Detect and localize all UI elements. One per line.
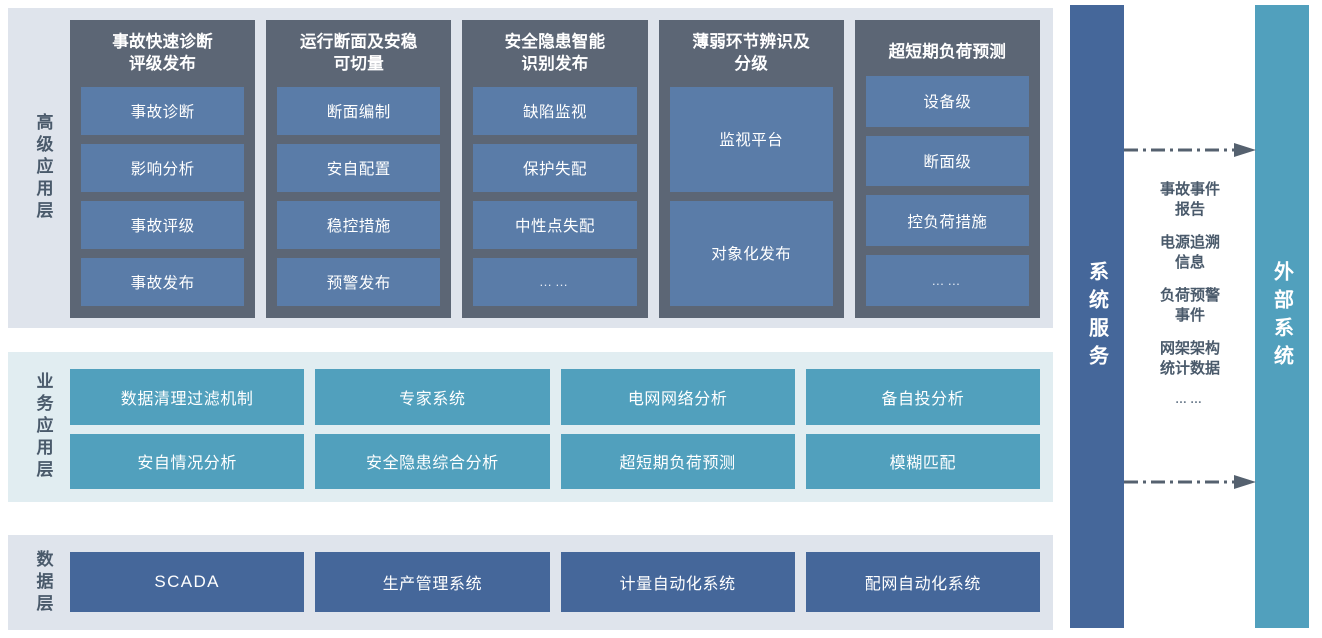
panel-item[interactable]: 保护失配 <box>473 143 637 192</box>
panel-item[interactable]: 预警发布 <box>277 257 441 307</box>
system-service-label: 系统服务 <box>1085 260 1108 373</box>
panel-section-stability[interactable]: 运行断面及安稳可切量 断面编制 安自配置 稳控措施 预警发布 <box>266 20 452 318</box>
panel-title: 运行断面及安稳可切量 <box>300 33 418 73</box>
panel-item[interactable]: 缺陷监视 <box>473 86 637 135</box>
data-source[interactable]: 生产管理系统 <box>315 552 550 612</box>
panel-item[interactable]: 事故诊断 <box>81 86 245 135</box>
advanced-panel-group: 事故快速诊断评级发布 事故诊断 影响分析 事故评级 事故发布 运行断面及安稳可切… <box>70 20 1041 318</box>
business-module[interactable]: 备自投分析 <box>805 369 1040 425</box>
panel-item-more[interactable]: …… <box>473 257 637 307</box>
flow-label-more: …… <box>1175 392 1205 406</box>
panel-item[interactable]: 设备级 <box>865 75 1030 127</box>
data-source[interactable]: 计量自动化系统 <box>560 552 795 612</box>
panel-title: 事故快速诊断评级发布 <box>112 33 213 73</box>
data-source-grid: SCADA 生产管理系统 计量自动化系统 配网自动化系统 <box>70 552 1040 612</box>
panel-item[interactable]: 断面级 <box>865 135 1030 187</box>
panel-item[interactable]: 监视平台 <box>669 86 833 192</box>
panel-weak-link-grading[interactable]: 薄弱环节辨识及分级 监视平台 对象化发布 <box>658 20 844 318</box>
flow-label-list: 事故事件报告 电源追溯信息 负荷预警事件 网架架构统计数据 …… <box>1130 180 1250 406</box>
panel-item[interactable]: 稳控措施 <box>277 200 441 249</box>
business-module[interactable]: 数据清理过滤机制 <box>70 369 305 425</box>
business-module[interactable]: 电网网络分析 <box>560 369 795 425</box>
flow-label: 事故事件报告 <box>1159 181 1220 218</box>
panel-item[interactable]: 事故发布 <box>81 257 245 307</box>
flow-label: 电源追溯信息 <box>1159 234 1220 271</box>
panel-item[interactable]: 安自配置 <box>277 143 441 192</box>
panel-item[interactable]: 对象化发布 <box>669 200 833 306</box>
business-module[interactable]: 超短期负荷预测 <box>560 433 795 489</box>
layer-title-advanced-application: 高级应用层 <box>33 113 53 223</box>
panel-hazard-identification[interactable]: 安全隐患智能识别发布 缺陷监视 保护失配 中性点失配 …… <box>462 20 648 318</box>
external-system-label: 外部系统 <box>1270 260 1293 373</box>
business-module[interactable]: 专家系统 <box>315 369 550 425</box>
data-source[interactable]: 配网自动化系统 <box>805 552 1040 612</box>
data-source[interactable]: SCADA <box>70 552 305 612</box>
panel-item-list: 监视平台 对象化发布 <box>669 86 833 306</box>
flow-label: 负荷预警事件 <box>1159 287 1220 324</box>
panel-item-list: 事故诊断 影响分析 事故评级 事故发布 <box>81 86 245 307</box>
layer-business-application: 业务应用层 数据清理过滤机制 专家系统 电网网络分析 备自投分析 安自情况分析 … <box>8 352 1053 502</box>
layer-advanced-application: 高级应用层 事故快速诊断评级发布 事故诊断 影响分析 事故评级 事故发布 运行断… <box>8 8 1053 328</box>
panel-ultra-short-term-load-forecast[interactable]: 超短期负荷预测 设备级 断面级 控负荷措施 …… <box>854 20 1041 318</box>
panel-title: 薄弱环节辨识及分级 <box>692 33 811 73</box>
business-module-grid: 数据清理过滤机制 专家系统 电网网络分析 备自投分析 安自情况分析 安全隐患综合… <box>70 369 1040 489</box>
panel-title: 安全隐患智能识别发布 <box>504 33 606 73</box>
panel-item-list: 断面编制 安自配置 稳控措施 预警发布 <box>277 86 441 307</box>
panel-item[interactable]: 影响分析 <box>81 143 245 192</box>
business-module[interactable]: 安全隐患综合分析 <box>315 433 550 489</box>
panel-accident-diagnosis[interactable]: 事故快速诊断评级发布 事故诊断 影响分析 事故评级 事故发布 <box>70 20 256 318</box>
system-service-bar[interactable]: 系统服务 <box>1070 5 1124 628</box>
business-module[interactable]: 模糊匹配 <box>805 433 1040 489</box>
panel-item[interactable]: 断面编制 <box>277 86 441 135</box>
panel-item-list: 缺陷监视 保护失配 中性点失配 …… <box>473 86 637 307</box>
panel-item-more[interactable]: …… <box>865 255 1030 307</box>
panel-item-list: 设备级 断面级 控负荷措施 …… <box>865 75 1030 307</box>
external-system-bar[interactable]: 外部系统 <box>1255 5 1309 628</box>
panel-item[interactable]: 控负荷措施 <box>865 195 1030 247</box>
layer-data: 数据层 SCADA 生产管理系统 计量自动化系统 配网自动化系统 <box>8 535 1053 630</box>
panel-title: 超短期负荷预测 <box>888 43 1007 61</box>
panel-item[interactable]: 事故评级 <box>81 200 245 249</box>
business-module[interactable]: 安自情况分析 <box>70 433 305 489</box>
layer-title-data: 数据层 <box>33 549 53 616</box>
panel-item[interactable]: 中性点失配 <box>473 200 637 249</box>
flow-arrow-bottom-icon <box>1124 474 1258 490</box>
flow-arrow-top-icon <box>1124 142 1258 158</box>
flow-label: 网架架构统计数据 <box>1159 340 1220 377</box>
layer-title-business-application: 业务应用层 <box>33 372 53 482</box>
